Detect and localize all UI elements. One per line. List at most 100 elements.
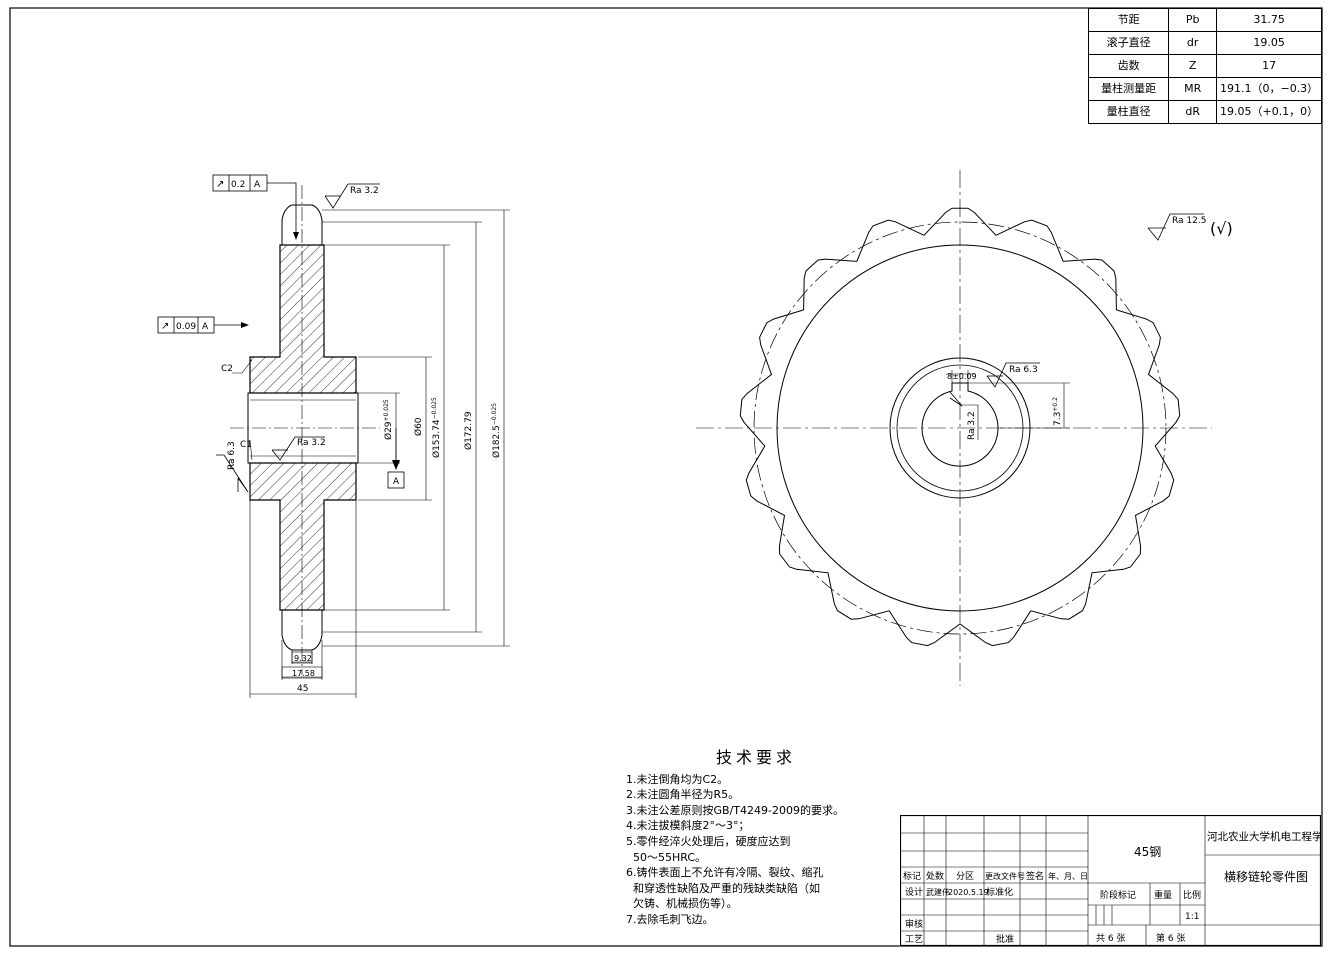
runout-top-value: 0.2 — [231, 180, 245, 190]
upper-hatched-section — [249, 244, 357, 394]
roughness-top: Ra 3.2 — [322, 183, 510, 211]
parameter-value: 19.05 — [1216, 31, 1322, 55]
lower-hatched-section — [249, 462, 357, 611]
parameter-value: 31.75 — [1216, 8, 1322, 32]
parameter-symbol: dr — [1168, 31, 1218, 55]
tech-requirement-item: 7.去除毛刺飞边。 — [626, 912, 714, 926]
sheet-border — [9, 7, 1323, 947]
roughness-general: Ra 12.5 (√) — [1147, 213, 1233, 241]
parameter-value: 191.1（0，−0.3） — [1216, 77, 1322, 101]
dim-keyway-width: 8±0.09 — [947, 372, 977, 381]
svg-text:Ra 6.3: Ra 6.3 — [1009, 365, 1038, 375]
tb-weight-label: 重量 — [1154, 889, 1172, 901]
tb-standardize: 标准化 — [986, 886, 1013, 898]
parameter-symbol: Pb — [1168, 8, 1218, 32]
tb-designer-label: 设计 — [905, 886, 923, 898]
tb-material: 45钢 — [1134, 845, 1161, 859]
tb-drawing-name: 横移链轮零件图 — [1224, 869, 1308, 884]
roughness-front-bore: Ra 3.2 — [949, 391, 979, 440]
tb-label-zone: 分区 — [956, 871, 974, 882]
tb-label-count: 处数 — [926, 870, 944, 882]
tb-institution: 河北农业大学机电工程学院 — [1207, 830, 1321, 843]
parameter-symbol: dR — [1168, 100, 1218, 124]
svg-text:A: A — [393, 477, 400, 487]
technical-requirements: 技术要求 1.未注倒角均为C2。 2.未注圆角半径为R5。3.未注公差原则按GB/… — [626, 750, 886, 928]
tb-approve: 批准 — [996, 933, 1014, 945]
tb-process: 工艺 — [905, 934, 923, 945]
tb-scale-label: 比例 — [1183, 889, 1201, 901]
tb-label-sign: 签名 — [1026, 870, 1044, 882]
parameter-name: 节距 — [1087, 8, 1170, 32]
root-circle — [776, 244, 1144, 612]
runout-mid-value: 0.09 — [176, 322, 196, 332]
roughness-keyway: Ra 6.3 — [986, 362, 1040, 388]
section-view: ↗ 0.2 A ↗ 0.09 A Ra 3.2 C2 C1 — [157, 174, 510, 698]
svg-text:Ra 12.5: Ra 12.5 — [1172, 216, 1206, 226]
tb-label-change: 更改文件号 — [985, 871, 1025, 881]
svg-text:Ra 3.2: Ra 3.2 — [350, 186, 379, 196]
runout-frame-mid: ↗ 0.09 A — [157, 316, 249, 334]
tb-stage-label: 阶段标记 — [1100, 889, 1136, 901]
sprocket-teeth-outline — [739, 207, 1181, 647]
parameter-symbol: MR — [1168, 77, 1218, 101]
parameter-name: 量柱测量距 — [1087, 77, 1170, 101]
svg-text:Ra 6.3: Ra 6.3 — [227, 441, 237, 470]
tech-requirements-list: 1.未注倒角均为C2。 2.未注圆角半径为R5。3.未注公差原则按GB/T4249… — [626, 772, 886, 928]
parameter-name: 滚子直径 — [1087, 31, 1170, 55]
dim-pitch: Ø172.79 — [463, 411, 474, 450]
tech-requirement-item: 2.未注圆角半径为R5。 — [626, 788, 740, 802]
chamfer-c2-label: C2 — [221, 364, 233, 374]
tb-scale: 1:1 — [1185, 912, 1199, 922]
parameter-value: 19.05（+0.1，0） — [1216, 100, 1322, 124]
dim-outer: Ø182.5−0.025 — [491, 403, 502, 458]
parameter-name: 齿数 — [1087, 54, 1170, 78]
dim-keyway-depth: 7.3+0.2 — [1052, 397, 1063, 426]
runout-mid-datum: A — [202, 322, 209, 332]
tech-requirement-item: 3.未注公差原则按GB/T4249-2009的要求。 — [626, 803, 844, 817]
dim-tooth-base: 17.58 — [292, 669, 315, 678]
front-view: 8±0.09 7.3+0.2 Ra 6.3 Ra 3.2 Ra 12.5 (√) — [696, 170, 1233, 686]
tb-label-mark: 标记 — [903, 870, 921, 882]
diameter-dimensions — [322, 210, 510, 647]
tb-sheets-total: 共 6 张 — [1096, 933, 1125, 944]
roughness-face: Ra 6.3 — [216, 441, 249, 493]
dim-tooth-width: 9.32 — [294, 654, 312, 663]
parameter-symbol: Z — [1168, 54, 1218, 78]
dim-root: Ø153.74−0.025 — [431, 397, 442, 458]
runout-frame-top: ↗ 0.2 A — [212, 174, 299, 240]
runout-top-datum: A — [254, 180, 261, 190]
tech-requirement-item: 5.零件经淬火处理后，硬度应达到 50～55HRC。 — [626, 834, 791, 864]
runout-top-symbol: ↗ — [216, 179, 224, 190]
bore-with-keyway — [921, 382, 999, 467]
parameter-value: 17 — [1216, 54, 1322, 78]
dim-hub-width: 45 — [297, 684, 308, 694]
dim-hub: Ø60 — [413, 417, 424, 436]
tb-date: 2020.5.19 — [948, 888, 989, 897]
tech-requirements-title: 技术要求 — [715, 748, 796, 767]
runout-mid-symbol: ↗ — [161, 321, 169, 332]
tech-requirement-item: 4.未注拔模斜度2°～3°； — [626, 819, 750, 833]
tech-requirement-item: 1.未注倒角均为C2。 — [626, 772, 729, 786]
svg-text:(√): (√) — [1210, 219, 1233, 238]
svg-text:Ra 3.2: Ra 3.2 — [297, 438, 326, 448]
bore-outline — [247, 392, 359, 464]
dim-bore: Ø29+0.025 — [383, 399, 394, 440]
tech-requirement-item: 6.铸件表面上不允许有冷隔、裂纹、缩孔 和穿透性缺陷及严重的残缺类缺陷（如 欠铸… — [626, 866, 824, 911]
parameter-name: 量柱直径 — [1087, 100, 1170, 124]
chamfer-c1-label: C1 — [240, 440, 252, 450]
svg-text:Ra 3.2: Ra 3.2 — [967, 411, 977, 440]
roughness-bore: Ra 3.2 — [271, 436, 326, 461]
pitch-circle — [753, 221, 1167, 635]
lower-tooth-tip — [281, 610, 323, 651]
tb-review: 审核 — [905, 918, 923, 930]
tb-designer: 武建伟 — [926, 887, 950, 897]
upper-tooth-tip — [281, 204, 323, 245]
